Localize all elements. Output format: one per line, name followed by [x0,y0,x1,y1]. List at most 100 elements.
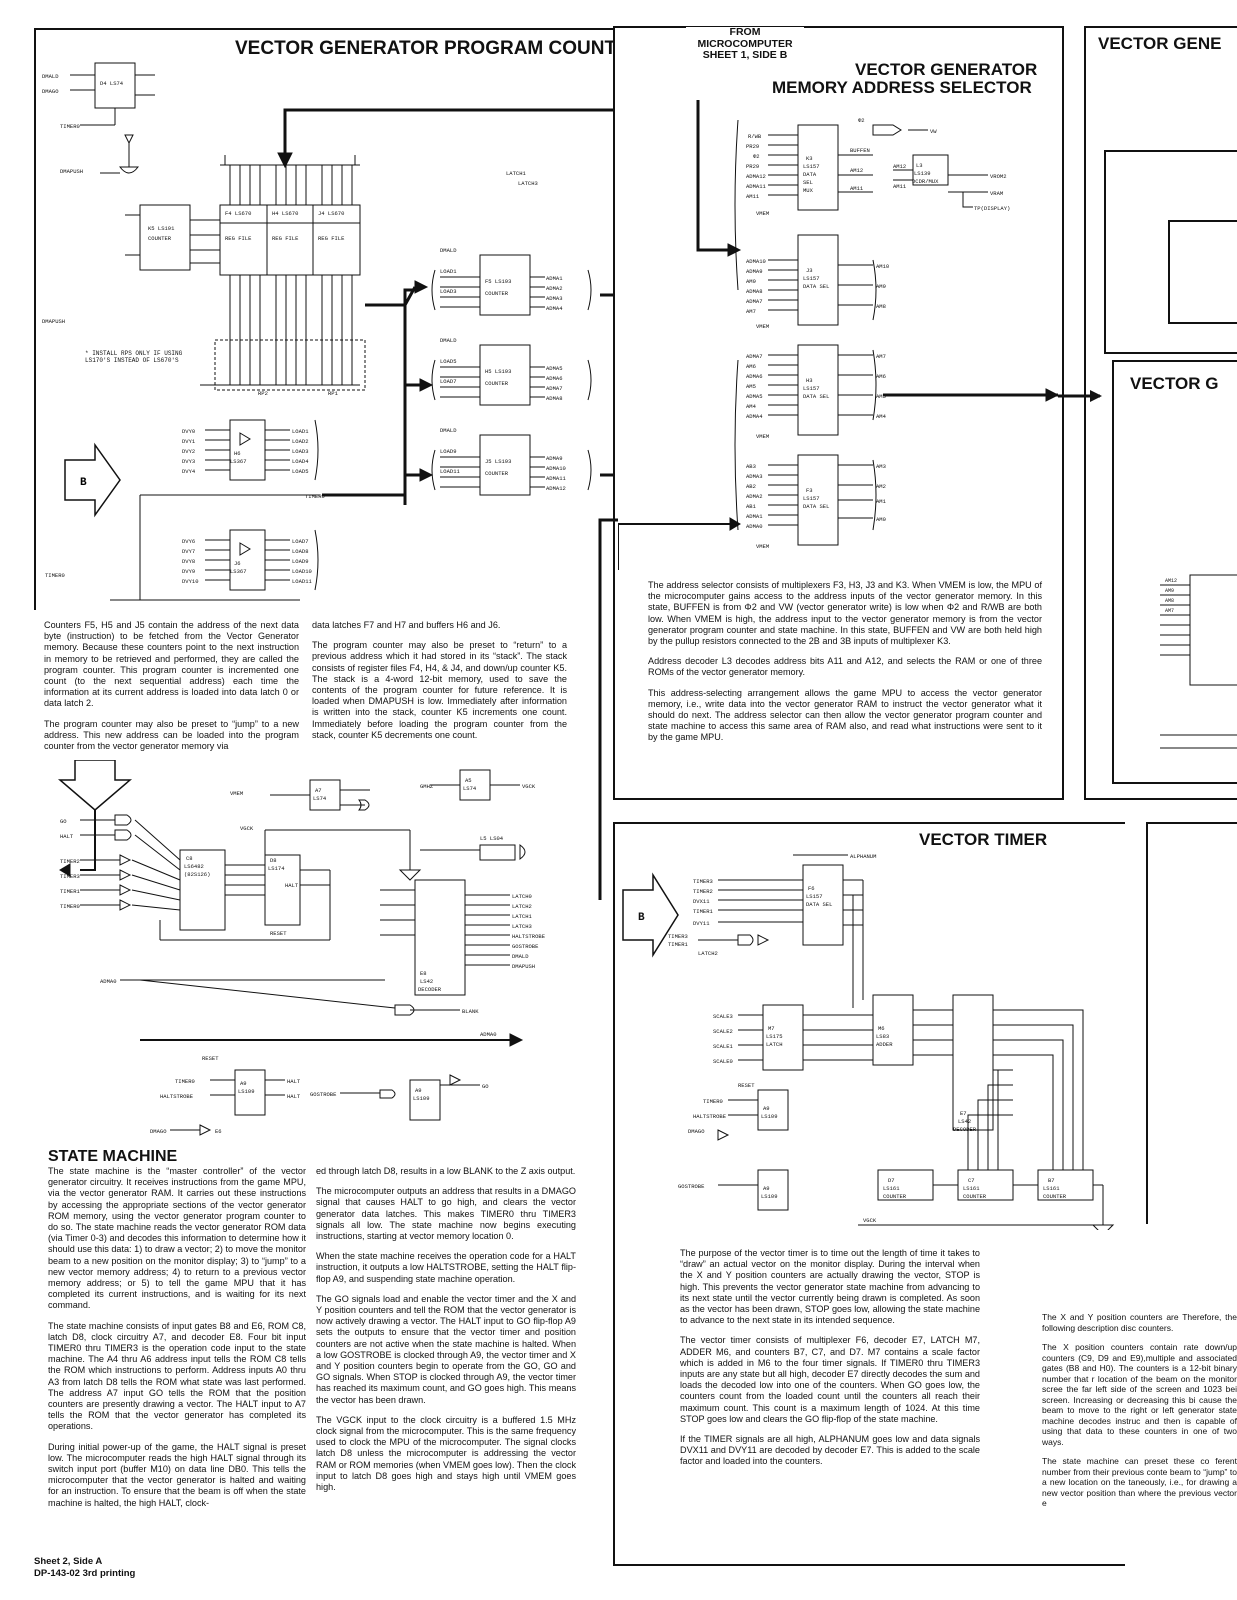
svg-text:ADMA1: ADMA1 [746,513,763,520]
svg-text:LS174: LS174 [268,865,285,872]
sm-paragraph: The VGCK input to the clock circuitry is… [316,1414,576,1493]
svg-text:LS109: LS109 [238,1088,255,1095]
svg-text:HALT: HALT [60,833,74,840]
sm-text-col1: The state machine is the “master control… [48,1166,306,1518]
svg-text:F3: F3 [806,487,813,494]
svg-text:J5 LS193: J5 LS193 [485,458,511,465]
svg-text:TIMER0: TIMER0 [60,123,80,130]
pc-text-col1: Counters F5, H5 and J5 contain the addre… [44,620,299,761]
svg-text:LATCH2: LATCH2 [698,950,718,957]
svg-text:HALT: HALT [285,882,299,889]
svg-text:SEL: SEL [803,179,813,186]
svg-text:AM9: AM9 [1165,588,1174,594]
right-paragraph: The state machine can preset these co fe… [1042,1456,1237,1508]
selector-text: The address selector consists of multipl… [648,580,1042,753]
svg-text:LOAD2: LOAD2 [292,438,309,445]
svg-text:ADMA11: ADMA11 [746,183,767,190]
svg-text:A7: A7 [315,787,322,794]
svg-text:J3: J3 [806,267,813,274]
svg-text:AM1: AM1 [876,498,887,505]
svg-text:H4 LS670: H4 LS670 [272,210,298,217]
svg-text:AM9: AM9 [746,278,756,285]
svg-text:TIMER2: TIMER2 [60,858,80,865]
svg-text:K3: K3 [806,155,813,162]
svg-text:VW: VW [930,128,937,135]
svg-text:COUNTER: COUNTER [883,1193,907,1200]
svg-text:DATA SEL: DATA SEL [806,901,832,908]
svg-text:DMALD: DMALD [440,337,457,344]
svg-text:COUNTER: COUNTER [485,470,509,477]
svg-text:GOSTROBE: GOSTROBE [310,1091,337,1098]
svg-text:LS139: LS139 [914,170,931,177]
svg-text:TIMER3: TIMER3 [668,933,688,940]
svg-text:DMALD: DMALD [440,427,457,434]
svg-text:GMHZ: GMHZ [420,783,434,790]
svg-text:ADMA6: ADMA6 [746,373,763,380]
svg-text:TIMER0: TIMER0 [305,493,325,500]
svg-text:REG FILE: REG FILE [225,235,252,242]
svg-text:AM11: AM11 [746,193,760,200]
svg-text:LS161: LS161 [1043,1185,1060,1192]
svg-text:ADMA0: ADMA0 [746,523,763,530]
svg-text:HALTSTROBE: HALTSTROBE [693,1113,727,1120]
svg-text:PR29: PR29 [746,143,759,150]
svg-text:AM0: AM0 [876,516,886,523]
svg-text:LS109: LS109 [761,1193,778,1200]
right-mid-title: VECTOR G [1130,374,1219,393]
svg-text:DVY9: DVY9 [182,568,195,575]
right-bottom-text: The X and Y position counters are Theref… [1042,1312,1237,1552]
svg-text:ADMA9: ADMA9 [546,455,563,462]
svg-text:DVY6: DVY6 [182,538,195,545]
vector-timer-title: VECTOR TIMER [919,830,1048,849]
svg-text:Φ2: Φ2 [753,153,760,160]
svg-text:AM7: AM7 [1165,608,1174,614]
svg-text:DMAGO: DMAGO [688,1128,705,1135]
svg-text:AM8: AM8 [1165,598,1174,604]
svg-text:ADMA10: ADMA10 [546,465,566,472]
svg-text:GO: GO [482,1083,489,1090]
svg-text:DVY7: DVY7 [182,548,195,555]
svg-text:GO: GO [60,818,67,825]
svg-text:L5 LS04: L5 LS04 [480,835,504,842]
svg-text:ADMA1: ADMA1 [546,275,563,282]
svg-text:J6: J6 [234,560,241,567]
svg-text:TP(DISPLAY): TP(DISPLAY) [974,205,1010,212]
svg-text:RP2: RP2 [258,390,268,397]
svg-text:LOAD5: LOAD5 [292,468,309,475]
sm-paragraph: The microcomputer outputs an address tha… [316,1186,576,1242]
svg-text:TIMER0: TIMER0 [60,903,80,910]
svg-text:LOAD9: LOAD9 [292,558,309,565]
svg-text:LOAD9: LOAD9 [440,448,457,455]
svg-text:LATCH3: LATCH3 [512,923,532,930]
svg-text:B7: B7 [1048,1177,1055,1184]
svg-text:E7: E7 [960,1110,967,1117]
svg-text:LS157: LS157 [806,893,823,900]
sm-paragraph: ed through latch D8, results in a low BL… [316,1166,576,1176]
svg-text:ADMA12: ADMA12 [546,485,566,492]
vector-timer-panel [613,822,1125,1566]
svg-text:AM11: AM11 [850,185,864,192]
svg-text:LOAD1: LOAD1 [292,428,309,435]
svg-text:DMAPUSH: DMAPUSH [60,168,83,175]
svg-text:TIMER2: TIMER2 [693,888,713,895]
sm-paragraph: The state machine is the “master control… [48,1166,306,1311]
svg-text:DMAPUSH: DMAPUSH [512,963,535,970]
svg-text:LOAD10: LOAD10 [292,568,312,575]
footer-sheet: Sheet 2, Side A [34,1556,103,1567]
svg-text:J4 LS670: J4 LS670 [318,210,344,217]
svg-text:MUX: MUX [803,187,814,194]
svg-text:AM8: AM8 [876,303,886,310]
svg-text:ADMA7: ADMA7 [746,353,763,360]
svg-text:AM6: AM6 [876,373,886,380]
svg-text:RESET: RESET [202,1055,219,1062]
svg-text:VGCK: VGCK [863,1217,877,1224]
svg-text:COUNTER: COUNTER [485,290,509,297]
svg-text:DVY3: DVY3 [182,458,195,465]
svg-text:LOAD8: LOAD8 [292,548,309,555]
svg-text:LOAD7: LOAD7 [440,378,457,385]
pc-paragraph: The program counter may also be preset t… [44,718,299,752]
svg-text:AB1: AB1 [746,503,757,510]
svg-text:LS367: LS367 [230,568,247,575]
svg-text:DECODER: DECODER [418,986,442,993]
